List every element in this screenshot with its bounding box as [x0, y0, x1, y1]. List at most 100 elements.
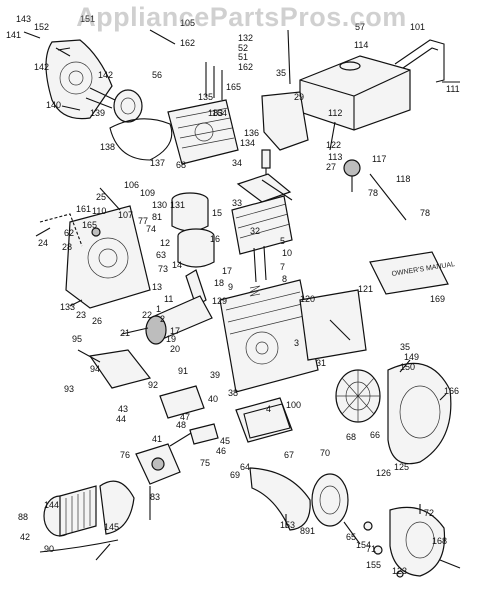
part-number-3: 3 — [294, 338, 299, 348]
starter-cup-drawing — [311, 473, 349, 527]
part-number-107: 107 — [118, 210, 133, 220]
valve-springs-drawing — [249, 245, 267, 297]
part-number-125: 125 — [394, 462, 409, 472]
part-number-77: 77 — [138, 216, 148, 226]
part-number-142: 142 — [98, 70, 113, 80]
recoil-starter-drawing — [389, 506, 461, 577]
exhaust-baffle-drawing — [249, 467, 311, 531]
part-number-90: 90 — [44, 544, 54, 554]
part-number-93: 93 — [64, 384, 74, 394]
part-number-141: 141 — [6, 30, 21, 40]
owners-manual-drawing: OWNER'S MANUAL — [369, 251, 456, 295]
part-number-134: 134 — [240, 138, 255, 148]
part-number-95: 95 — [72, 334, 82, 344]
part-number-155: 155 — [366, 560, 381, 570]
part-number-83: 83 — [150, 492, 160, 502]
part-number-118: 118 — [396, 174, 410, 184]
part-number-71: 71 — [366, 544, 376, 554]
part-number-67: 67 — [284, 450, 294, 460]
part-number-78: 78 — [368, 188, 378, 198]
part-number-69: 69 — [230, 470, 240, 480]
part-number-42: 42 — [20, 532, 30, 542]
air-cleaner-cover-drawing — [88, 349, 152, 389]
part-number-111: 111 — [446, 84, 460, 94]
part-number-35: 35 — [276, 68, 286, 78]
part-number-15: 15 — [212, 208, 222, 218]
gasket-ring-drawing — [109, 118, 173, 161]
part-number-76: 76 — [120, 450, 130, 460]
part-number-131: 131 — [170, 200, 185, 210]
crankcase-cover-drawing — [65, 205, 151, 309]
part-number-113: 113 — [328, 152, 342, 162]
part-number-162: 162 — [180, 38, 195, 48]
part-number-72: 72 — [424, 508, 434, 518]
part-number-34: 34 — [232, 158, 242, 168]
cylinder-drawing — [231, 195, 293, 255]
part-number-64: 64 — [240, 462, 250, 472]
part-number-135: 135 — [198, 92, 213, 102]
part-number-70: 70 — [320, 448, 330, 458]
part-number-153: 153 — [280, 520, 295, 530]
part-number-26: 26 — [92, 316, 102, 326]
engine-block-drawing — [219, 279, 319, 393]
part-number-44: 44 — [116, 414, 126, 424]
part-number-63: 63 — [156, 250, 166, 260]
leader-lines — [23, 29, 460, 561]
part-number-57: 57 — [355, 22, 365, 32]
part-number-11: 11 — [164, 294, 173, 304]
part-number-33: 33 — [232, 198, 242, 208]
part-number-143: 143 — [16, 14, 31, 24]
part-number-169: 169 — [430, 294, 445, 304]
part-number-130: 130 — [152, 200, 167, 210]
part-number-92: 92 — [148, 380, 158, 390]
part-number-94: 94 — [90, 364, 100, 374]
part-number-17: 17 — [170, 326, 180, 336]
flywheel-drawing — [335, 369, 381, 423]
part-number-73: 73 — [158, 264, 168, 274]
part-number-150: 150 — [400, 362, 415, 372]
part-number-165: 165 — [226, 82, 241, 92]
part-number-65: 65 — [346, 532, 356, 542]
part-number-140: 140 — [46, 100, 61, 110]
part-number-183: 183 — [208, 108, 223, 118]
part-number-109: 109 — [140, 188, 155, 198]
valve-cover-drawing — [236, 173, 292, 203]
part-number-23: 23 — [76, 310, 86, 320]
part-number-81: 81 — [152, 212, 162, 222]
part-number-137: 137 — [150, 158, 165, 168]
part-number-21: 21 — [120, 328, 130, 338]
starter-pulley-drawing — [85, 87, 143, 123]
part-number-117: 117 — [372, 154, 386, 164]
part-number-17: 17 — [222, 266, 232, 276]
part-number-164: 164 — [212, 108, 227, 118]
part-number-13: 13 — [152, 282, 162, 292]
lower-gasket-drawing — [235, 397, 293, 443]
small-hardware-drawing — [363, 521, 404, 578]
part-number-45: 45 — [220, 436, 230, 446]
head-bolts-drawing — [205, 62, 223, 100]
cover-gasket-drawing — [39, 213, 83, 247]
part-number-133: 133 — [60, 302, 75, 312]
part-number-139: 139 — [90, 108, 105, 118]
part-number-105: 105 — [180, 18, 195, 28]
part-number-27: 27 — [326, 162, 336, 172]
cylinder-head-drawing — [167, 99, 239, 165]
part-number-7: 7 — [280, 262, 285, 272]
part-number-22: 22 — [142, 310, 152, 320]
part-number-28: 28 — [62, 242, 72, 252]
tank-bracket-drawing — [261, 91, 309, 151]
crankshaft-drawing — [121, 295, 213, 345]
tank-strap-drawing — [394, 39, 445, 83]
part-number-165: 165 — [82, 220, 97, 230]
part-number-114: 114 — [354, 40, 368, 50]
part-number-52: 52 — [238, 43, 248, 53]
part-number-136: 136 — [244, 128, 259, 138]
part-number-47: 47 — [180, 412, 190, 422]
part-number-40: 40 — [208, 394, 218, 404]
fuel-valve-drawing — [343, 159, 407, 221]
part-number-123: 123 — [392, 566, 407, 576]
part-number-32: 32 — [250, 226, 260, 236]
